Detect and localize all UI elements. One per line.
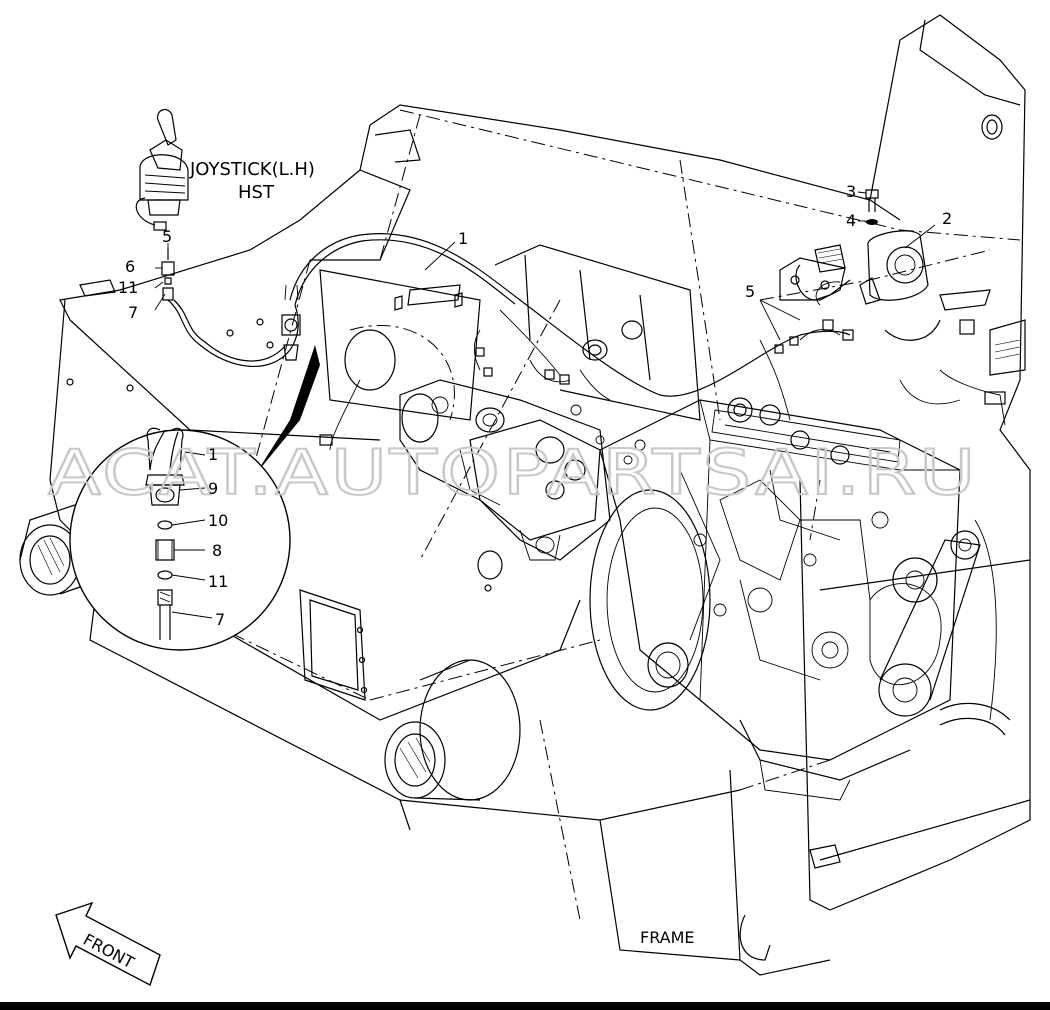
- front-arrow: FRONT: [55, 901, 161, 987]
- detail-callout-7: 7: [215, 610, 225, 629]
- callout-3: 3: [846, 182, 856, 201]
- callout-5-right: 5: [745, 282, 755, 301]
- harness-joystick-connector: [281, 284, 301, 361]
- detail-pointer: [255, 345, 320, 475]
- callout-11-top: 11: [118, 278, 138, 297]
- detail-callout-8: 8: [212, 541, 222, 560]
- leader-lines: [154, 191, 936, 619]
- wire-harness: [289, 233, 854, 451]
- axle-tube-center: [384, 659, 521, 801]
- callout-4: 4: [846, 211, 856, 230]
- frame-panels: [66, 244, 701, 701]
- bottom-border: [0, 1002, 1050, 1010]
- callout-1: 1: [458, 229, 468, 248]
- callout-7-top: 7: [128, 303, 138, 322]
- hst-label: HST: [238, 182, 275, 203]
- callout-2: 2: [942, 209, 952, 228]
- part-2-sensor: [779, 189, 1026, 426]
- detail-callout-10: 10: [208, 511, 228, 530]
- engine-assembly: [589, 397, 1011, 801]
- detail-callout-1: 1: [208, 445, 218, 464]
- joystick-title-label: JOYSTICK(L.H): [189, 159, 315, 180]
- watermark-text: ACAT.AUTOPARTSAI.RU: [48, 436, 978, 509]
- joystick-lh: [135, 108, 189, 231]
- callout-6: 6: [125, 257, 135, 276]
- detail-callout-9: 9: [208, 479, 218, 498]
- frame-label: FRAME: [640, 928, 695, 947]
- joystick-fittings: [161, 248, 299, 368]
- hst-pump: [399, 379, 646, 561]
- callout-5-top: 5: [162, 227, 172, 246]
- detail-callout-11: 11: [208, 572, 228, 591]
- detail-view: [69, 427, 291, 651]
